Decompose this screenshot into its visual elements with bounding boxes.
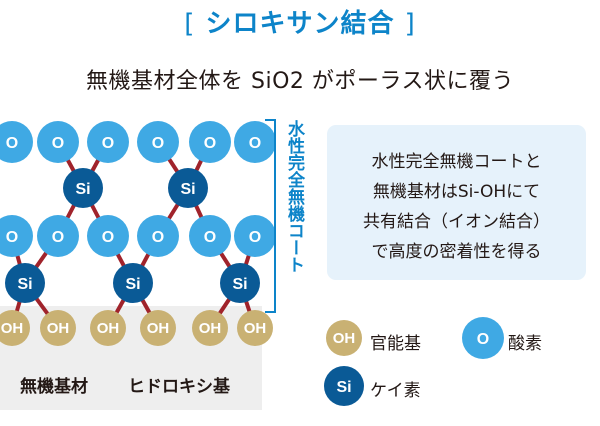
silicon-atom-symbol: Si (125, 276, 140, 293)
hydroxyl-group-circle (192, 310, 228, 346)
title-bracket-close: ] (404, 9, 416, 39)
oxygen-atom-symbol: O (249, 229, 261, 246)
silicon-atom-circle (168, 168, 208, 208)
hydroxyl-group-circle (140, 310, 176, 346)
info-line-3: 共有結合（イオン結合） (363, 212, 550, 232)
legend-icon-layer: OH O Si (324, 317, 504, 406)
oxygen-atom-circle (189, 215, 231, 257)
hydroxyl-group-symbol: OH (199, 320, 222, 337)
legend-label-oxygen: 酸素 (508, 334, 542, 354)
info-line-4: で高度の密着性を得る (371, 242, 542, 262)
silicon-atom: Si (168, 168, 208, 208)
oxygen-atom-symbol: O (52, 135, 64, 152)
info-line-2: 無機基材はSi-OHにて (372, 182, 541, 202)
oxygen-atom: O (0, 121, 33, 163)
hydroxyl-group-circle (40, 310, 76, 346)
oxygen-atom-circle (189, 121, 231, 163)
legend-icon-hydroxyl: OH (326, 320, 362, 356)
oxygen-atom-circle (37, 121, 79, 163)
legend-icon-oxygen-circle (462, 317, 504, 359)
legend-icon-silicon-symbol: Si (336, 379, 351, 396)
coat-bracket (265, 119, 276, 313)
hydroxyl-group-symbol: OH (1, 320, 24, 337)
oxygen-atom: O (37, 121, 79, 163)
silicon-atom-circle (113, 263, 153, 303)
oxygen-atom-circle (87, 215, 129, 257)
oxygen-atom-symbol: O (204, 229, 216, 246)
info-box: 水性完全無機コートと 無機基材はSi-OHにて 共有結合（イオン結合） で高度の… (327, 125, 586, 280)
silicon-atom: Si (113, 263, 153, 303)
silicon-atom-circle (5, 263, 45, 303)
oxygen-atom: O (189, 121, 231, 163)
oxygen-atom: O (0, 215, 33, 257)
hydroxyl-group-circle (90, 310, 126, 346)
hydroxyl-group-symbol: OH (47, 320, 70, 337)
oxygen-atom-symbol: O (6, 135, 18, 152)
hydroxyl-group: OH (90, 310, 126, 346)
oxygen-atom: O (234, 121, 276, 163)
oxygen-atom-circle (234, 121, 276, 163)
oxygen-atom-symbol: O (152, 135, 164, 152)
oxygen-atom-circle (37, 215, 79, 257)
silicon-atom-symbol: Si (232, 276, 247, 293)
legend-icon-oxygen: O (462, 317, 504, 359)
legend-icon-hydroxyl-circle (326, 320, 362, 356)
oxygen-atom: O (234, 215, 276, 257)
silicon-atom: Si (63, 168, 103, 208)
oxygen-atom-symbol: O (152, 229, 164, 246)
hydroxyl-group-symbol: OH (97, 320, 120, 337)
substrate-label: 無機基材 (20, 377, 88, 397)
legend-label-silicon: ケイ素 (370, 381, 421, 401)
oxygen-atom-circle (87, 121, 129, 163)
oxygen-atom: O (37, 215, 79, 257)
oxygen-atom-symbol: O (102, 229, 114, 246)
oxygen-atom: O (137, 121, 179, 163)
oxygen-atom-circle (0, 215, 33, 257)
oxygen-atom: O (189, 215, 231, 257)
hydroxyl-group: OH (237, 310, 273, 346)
hydroxyl-group-symbol: OH (147, 320, 170, 337)
silicon-atom-circle (220, 263, 260, 303)
info-line-1: 水性完全無機コートと (371, 152, 542, 172)
legend-label-functional-group: 官能基 (370, 334, 421, 354)
oxygen-atom-circle (137, 121, 179, 163)
oxygen-atom-circle (137, 215, 179, 257)
oxygen-atom-symbol: O (204, 135, 216, 152)
page-subtitle: 無機基材全体を SiO2 がポーラス状に覆う (86, 69, 514, 94)
oxygen-atom: O (87, 215, 129, 257)
legend-icon-oxygen-symbol: O (477, 331, 489, 348)
legend-icon-silicon: Si (324, 366, 364, 406)
legend-icon-hydroxyl-symbol: OH (333, 330, 356, 347)
oxygen-atom-symbol: O (52, 229, 64, 246)
hydroxyl-group: OH (0, 310, 30, 346)
oxygen-atom-circle (0, 121, 33, 163)
oxygen-atom-symbol: O (6, 229, 18, 246)
silicon-atom-symbol: Si (180, 181, 195, 198)
oxygen-atom-circle (234, 215, 276, 257)
hydroxyl-group-symbol: OH (244, 320, 267, 337)
coat-vertical-label: 水性完全無機コート (284, 120, 304, 273)
oxygen-atom-symbol: O (249, 135, 261, 152)
oxygen-atom-symbol: O (102, 135, 114, 152)
legend-icon-silicon-circle (324, 366, 364, 406)
silicon-atom-circle (63, 168, 103, 208)
silicon-atom-symbol: Si (17, 276, 32, 293)
hydroxyl-group: OH (40, 310, 76, 346)
title-text: シロキサン結合 (205, 9, 395, 39)
hydroxyl-group: OH (192, 310, 228, 346)
silicon-atom: Si (5, 263, 45, 303)
hydroxyl-group-circle (237, 310, 273, 346)
hydroxyl-group-label: ヒドロキシ基 (128, 377, 230, 397)
silicon-atom-symbol: Si (75, 181, 90, 198)
oxygen-atom: O (137, 215, 179, 257)
title-bracket-open: [ (184, 9, 196, 39)
oxygen-atom: O (87, 121, 129, 163)
silicon-atom: Si (220, 263, 260, 303)
hydroxyl-group-circle (0, 310, 30, 346)
page-title: [ シロキサン結合 ] (0, 3, 600, 40)
hydroxyl-group: OH (140, 310, 176, 346)
